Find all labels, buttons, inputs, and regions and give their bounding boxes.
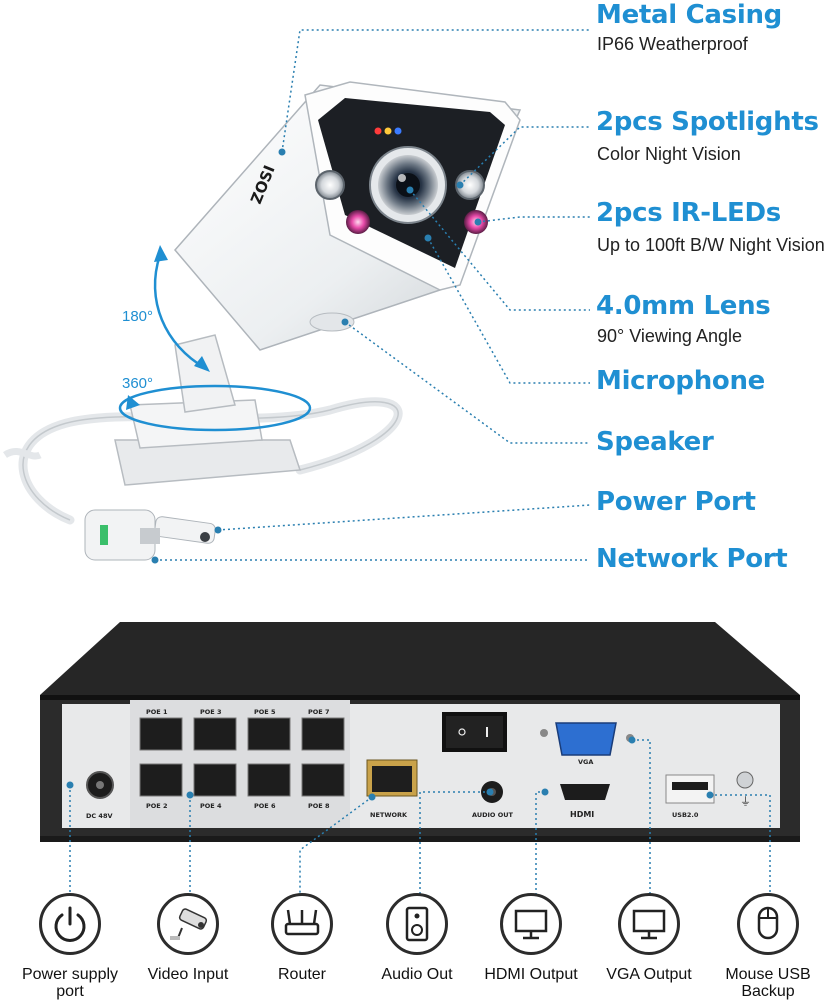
speaker-icon <box>386 893 448 955</box>
hdmi-port <box>560 784 610 800</box>
poe-port <box>247 763 291 797</box>
poe-label: POE 1 <box>146 708 168 716</box>
feature-speaker-title: Speaker <box>596 427 714 457</box>
network-connector <box>84 509 160 561</box>
pan-angle-label: 360° <box>122 375 153 392</box>
poe-port <box>193 763 237 797</box>
pan-arrow <box>118 384 312 432</box>
feature-lens-title: 4.0mm Lens <box>596 291 771 321</box>
hdmi-label: HDMI <box>570 810 594 819</box>
poe-label: POE 7 <box>308 708 330 716</box>
feature-power-port-title: Power Port <box>596 487 756 517</box>
poe-port <box>301 763 345 797</box>
monitor-icon <box>500 893 562 955</box>
power-icon <box>39 893 101 955</box>
poe-label: POE 5 <box>254 708 276 716</box>
camera-base <box>114 334 302 486</box>
feature-network-port-title: Network Port <box>596 544 788 574</box>
camera-body: ZOSI <box>174 81 522 351</box>
icon-label-power: Power supply port <box>21 966 119 1000</box>
camera-icon <box>157 893 219 955</box>
poe-port <box>301 717 345 751</box>
camera-illustration: ZOSI 180° 360° <box>3 29 591 564</box>
icon-label-hdmi: HDMI Output <box>484 966 578 983</box>
icon-label-vga: VGA Output <box>606 966 692 983</box>
tilt-arrow <box>153 254 206 370</box>
usb-label: USB2.0 <box>672 811 699 819</box>
poe-ports: POE 1 POE 3 POE 5 POE 7 POE 2 POE 4 POE 6 POE 8 <box>130 700 350 828</box>
poe-port <box>247 717 291 751</box>
router-icon <box>271 893 333 955</box>
icon-label-video-input: Video Input <box>147 966 229 983</box>
nvr-leader-lines <box>69 739 771 900</box>
icon-label-audio-out: Audio Out <box>381 966 453 983</box>
leader-lines <box>155 29 591 561</box>
svg-text:⏚: ⏚ <box>740 795 751 808</box>
ground-screw <box>736 771 754 789</box>
power-connector <box>154 516 216 544</box>
feature-ir-leds-title: 2pcs IR-LEDs <box>596 198 781 228</box>
dc-label: DC 48V <box>86 812 113 820</box>
mouse-icon <box>737 893 799 955</box>
icon-label-router: Router <box>277 966 327 983</box>
feature-lens-subtitle: 90° Viewing Angle <box>597 326 742 346</box>
feature-metal-casing-subtitle: IP66 Weatherproof <box>597 34 748 54</box>
vga-label: VGA <box>578 758 593 766</box>
tilt-angle-label: 180° <box>122 308 153 325</box>
feature-microphone-title: Microphone <box>596 366 766 396</box>
vga-port <box>555 722 617 756</box>
poe-port <box>139 763 183 797</box>
poe-port <box>193 717 237 751</box>
poe-port <box>139 717 183 751</box>
poe-label: POE 2 <box>146 802 168 810</box>
monitor-icon <box>618 893 680 955</box>
feature-spotlights-subtitle: Color Night Vision <box>597 144 741 164</box>
network-label: NETWORK <box>370 811 408 819</box>
feature-spotlights-title: 2pcs Spotlights <box>596 107 819 137</box>
feature-ir-leds-subtitle: Up to 100ft B/W Night Vision <box>597 235 825 255</box>
feature-metal-casing-title: Metal Casing <box>596 0 782 30</box>
poe-label: POE 3 <box>200 708 222 716</box>
icon-label-mouse-usb: Mouse USB Backup <box>725 966 811 1000</box>
poe-label: POE 4 <box>200 802 222 810</box>
poe-label: POE 8 <box>308 802 330 810</box>
poe-label: POE 6 <box>254 802 276 810</box>
audio-label: AUDIO OUT <box>472 811 514 819</box>
